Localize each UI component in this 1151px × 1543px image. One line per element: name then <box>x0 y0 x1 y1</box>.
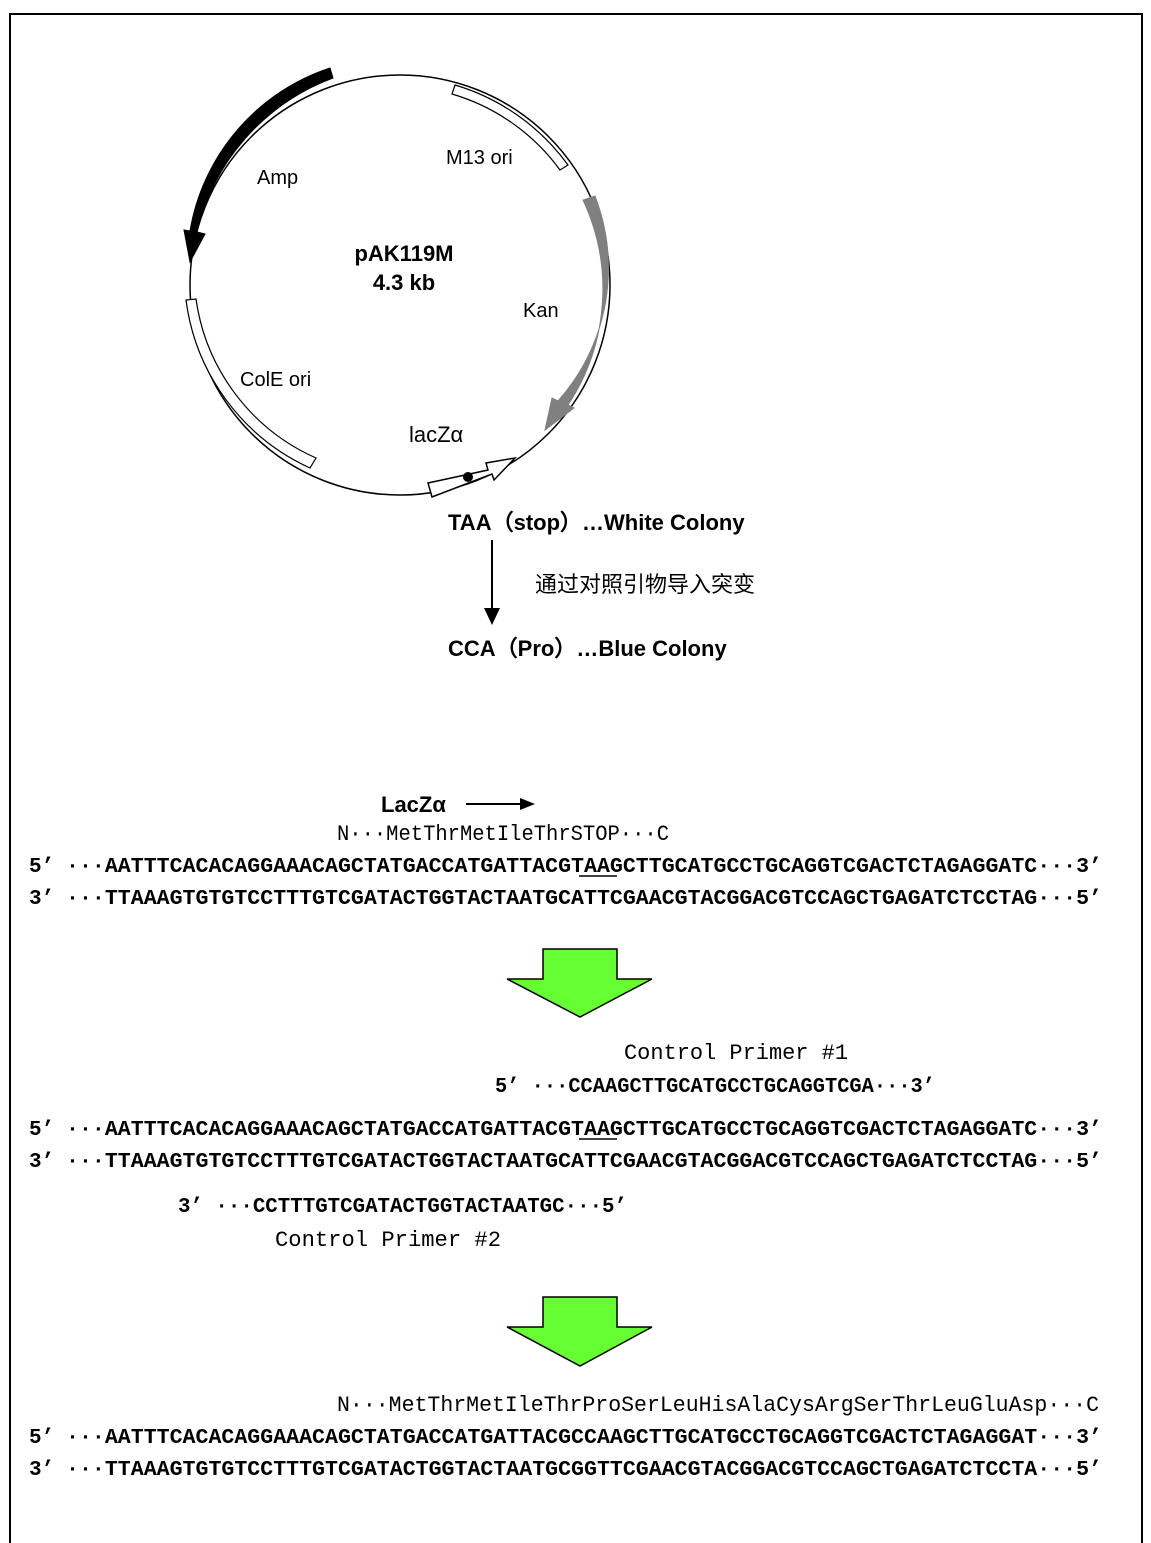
bottom-strand-2: ···TTAAAGTGTGTCCTTTGTCGATACTGGTACTAATGCA… <box>66 1151 1102 1174</box>
after-codon-label: CCA（Pro）…Blue Colony <box>448 636 727 661</box>
strand-prefix-top-3: 5’ <box>29 1427 54 1450</box>
aa-sequence-1: N···MetThrMetIleThrSTOP···C <box>337 822 669 847</box>
figure-border <box>9 13 1143 1543</box>
kan-gene-arrow <box>544 195 609 432</box>
bottom-strand-3: ···TTAAAGTGTGTCCTTTGTCGATACTGGTACTAATGCG… <box>66 1459 1102 1482</box>
top-strand-2: ···AATTTCACACAGGAAACAGCTATGACCATGATTACGT… <box>66 1119 1102 1142</box>
m13-ori-segment <box>451 84 569 171</box>
cole-ori-label: ColE ori <box>240 369 311 391</box>
top-strand-1: ···AATTTCACACAGGAAACAGCTATGACCATGATTACGT… <box>66 856 1102 879</box>
step-arrow-2 <box>506 1296 653 1367</box>
primer1-label: Control Primer #1 <box>624 1041 848 1066</box>
lacz-seq-label: LacZα <box>381 792 446 817</box>
lacz-direction-head <box>520 798 535 810</box>
before-codon-label: TAA（stop）…White Colony <box>448 510 745 535</box>
plasmid-circle <box>189 74 611 496</box>
cole-ori-segment <box>185 298 317 469</box>
aa-sequence-3: N···MetThrMetIleThrProSerLeuHisAlaCysArg… <box>337 1393 1099 1418</box>
kan-label: Kan <box>523 300 559 322</box>
step-arrow-1 <box>506 948 653 1018</box>
primer2-sequence: 3’ ···CCTTTGTCGATACTGGTACTAATGC···5’ <box>178 1196 627 1219</box>
bottom-strand-1: ···TTAAAGTGTGTCCTTTGTCGATACTGGTACTAATGCA… <box>66 888 1102 911</box>
mutation-note: 通过对照引物导入突变 <box>535 573 755 598</box>
m13-ori-label: M13 ori <box>446 147 513 169</box>
amp-gene-arrow <box>183 67 334 264</box>
primer1-sequence: 5’ ···CCAAGCTTGCATGCCTGCAGGTCGA···3’ <box>495 1076 935 1099</box>
lacz-label: lacZα <box>409 422 464 447</box>
amp-label: Amp <box>257 167 298 189</box>
plasmid-name: pAK119M <box>354 241 453 266</box>
strand-prefix-bottom-1: 3’ <box>29 888 54 911</box>
strand-prefix-bottom-3: 3’ <box>29 1459 54 1482</box>
mutation-site-dot <box>463 472 473 482</box>
strand-prefix-top-1: 5’ <box>29 856 54 879</box>
mutation-arrow-head <box>484 608 500 625</box>
strand-prefix-bottom-2: 3’ <box>29 1151 54 1174</box>
top-strand-3: ···AATTTCACACAGGAAACAGCTATGACCATGATTACGC… <box>66 1427 1102 1450</box>
plasmid-size: 4.3 kb <box>373 270 435 295</box>
strand-prefix-top-2: 5’ <box>29 1119 54 1142</box>
primer2-label: Control Primer #2 <box>275 1228 501 1253</box>
